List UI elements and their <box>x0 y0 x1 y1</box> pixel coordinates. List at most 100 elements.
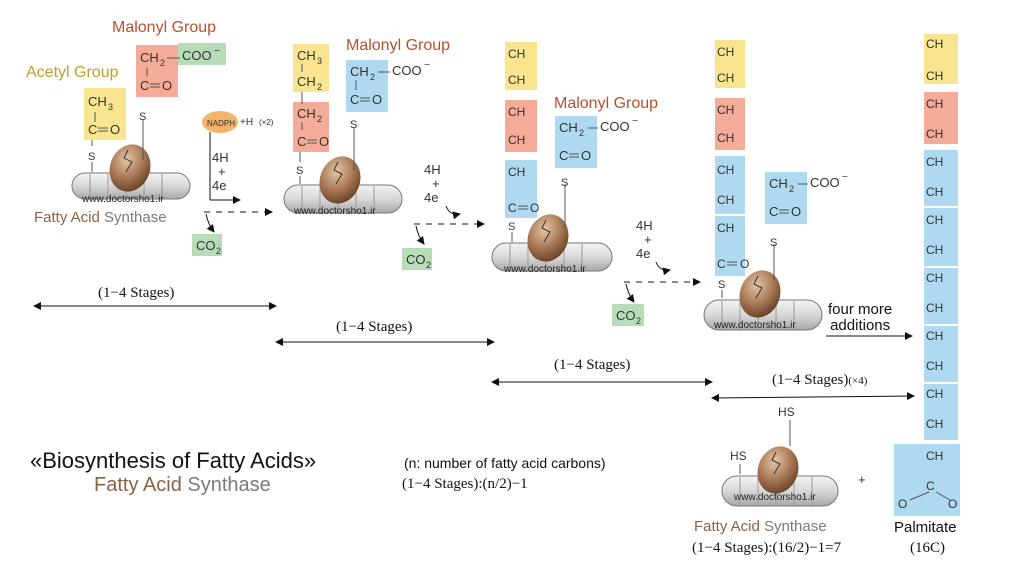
svg-text:2: 2 <box>426 260 431 270</box>
malonyl-box <box>136 45 178 97</box>
malonyl-box-blue <box>346 60 388 112</box>
svg-text:S: S <box>561 177 568 189</box>
svg-text:O: O <box>530 201 539 215</box>
stage-label-4: (1−4 Stages)(×4) <box>772 372 868 388</box>
svg-text:−: − <box>842 172 848 183</box>
malonyl-box <box>715 98 745 150</box>
stage-label-1: (1−4 Stages) <box>98 285 175 301</box>
svg-text:O: O <box>319 134 329 149</box>
svg-text:2: 2 <box>636 316 641 326</box>
acetyl-box <box>293 44 329 92</box>
svg-text:CH: CH <box>297 106 316 121</box>
svg-text:CH: CH <box>926 213 943 227</box>
synthase-4: www.doctorsho1.ir <box>703 270 823 331</box>
svg-text:C: C <box>717 257 726 271</box>
svg-text:CH: CH <box>926 301 943 315</box>
svg-text:C: C <box>559 148 568 163</box>
sulfur: S <box>88 151 95 163</box>
svg-text:O: O <box>740 257 749 271</box>
acetyl-box <box>505 42 537 90</box>
svg-text:COO: COO <box>600 119 630 134</box>
svg-text:3: 3 <box>317 56 322 66</box>
svg-text:4H: 4H <box>636 218 653 233</box>
svg-text:CH: CH <box>926 329 943 343</box>
svg-text:S: S <box>718 279 725 291</box>
svg-text:CH: CH <box>297 48 316 63</box>
svg-text:CH: CH <box>717 163 734 177</box>
nadph-badge <box>202 111 238 133</box>
svg-text:CH: CH <box>717 221 734 235</box>
svg-text:4e: 4e <box>636 246 650 261</box>
website-label: www.doctorsho1.ir <box>503 264 586 275</box>
svg-text:CH: CH <box>508 165 525 179</box>
fatty-acid-synthase-label: Fatty Acid Synthase <box>34 209 167 226</box>
stage-label-3: (1−4 Stages) <box>554 357 631 373</box>
svg-text:C: C <box>297 134 306 149</box>
svg-text:CH: CH <box>926 417 943 431</box>
svg-text:C: C <box>926 479 935 493</box>
svg-text:3: 3 <box>108 102 113 112</box>
svg-text:−: − <box>214 46 220 57</box>
svg-text:4e: 4e <box>424 190 438 205</box>
svg-text:4H: 4H <box>424 162 441 177</box>
co2-box <box>402 248 432 270</box>
sixteen-carbon-label: (16C) <box>910 540 945 556</box>
website-label: www.doctorsho1.ir <box>81 194 164 205</box>
svg-text:2: 2 <box>370 72 375 82</box>
svg-text:CH: CH <box>350 64 369 79</box>
svg-text:+: + <box>432 176 440 191</box>
svg-text:CH: CH <box>717 103 734 117</box>
svg-text:CH: CH <box>926 127 943 141</box>
carbon: C <box>88 122 97 137</box>
svg-text:CH: CH <box>926 243 943 257</box>
synthase-2: www.doctorsho1.ir <box>283 156 403 217</box>
palmitate-label: Palmitate <box>894 519 957 536</box>
svg-text:CH: CH <box>717 71 734 85</box>
blue-box <box>715 216 745 276</box>
ch3-group: CH <box>88 94 107 109</box>
svg-text:CH: CH <box>926 185 943 199</box>
stage-label-2: (1−4 Stages) <box>336 319 413 335</box>
svg-text:CH: CH <box>926 69 943 83</box>
svg-text:CH: CH <box>508 73 525 87</box>
malonyl-box <box>505 100 537 152</box>
note-label: (n: number of fatty acid carbons) <box>404 455 606 471</box>
svg-text:CH: CH <box>926 387 943 401</box>
svg-text:CH: CH <box>926 271 943 285</box>
svg-text:CH: CH <box>717 45 734 59</box>
malonyl-box-blue <box>555 116 597 168</box>
svg-text:+: + <box>218 164 226 179</box>
svg-text:−: − <box>632 116 638 127</box>
synthase-1: www.doctorsho1.ir <box>71 144 191 205</box>
svg-text:+H: +H <box>240 117 253 128</box>
svg-text:S: S <box>508 221 515 233</box>
blue-box <box>505 160 537 218</box>
svg-text:COO: COO <box>392 63 422 78</box>
website-label: www.doctorsho1.ir <box>713 320 796 331</box>
plus-sign: + <box>858 472 866 487</box>
svg-text:CO: CO <box>406 252 426 267</box>
nadph-label: NADPH <box>207 119 235 128</box>
oxygen: O <box>162 78 172 93</box>
svg-text:O: O <box>898 497 907 511</box>
ch2-group: CH <box>140 50 159 65</box>
svg-text:O: O <box>581 148 591 163</box>
svg-text:2: 2 <box>160 58 165 68</box>
stage-arrow-4 <box>711 392 915 402</box>
svg-text:CH: CH <box>769 176 788 191</box>
synthase-final: www.doctorsho1.ir <box>721 446 839 507</box>
co2-box <box>192 234 222 256</box>
malonyl-group-label: Malonyl Group <box>346 37 451 54</box>
svg-text:CH: CH <box>926 97 943 111</box>
svg-text:(×2): (×2) <box>259 118 274 127</box>
svg-text:CH: CH <box>717 131 734 145</box>
co2-box <box>612 304 644 326</box>
svg-text:CH: CH <box>926 37 943 51</box>
svg-text:CH: CH <box>926 449 943 463</box>
malonyl-group-label: Malonyl Group <box>112 19 217 36</box>
svg-text:C: C <box>350 92 359 107</box>
svg-text:CO: CO <box>616 308 636 323</box>
formula-label: (1−4 Stages):(n/2)−1 <box>402 476 528 492</box>
sulfur: S <box>296 165 303 177</box>
